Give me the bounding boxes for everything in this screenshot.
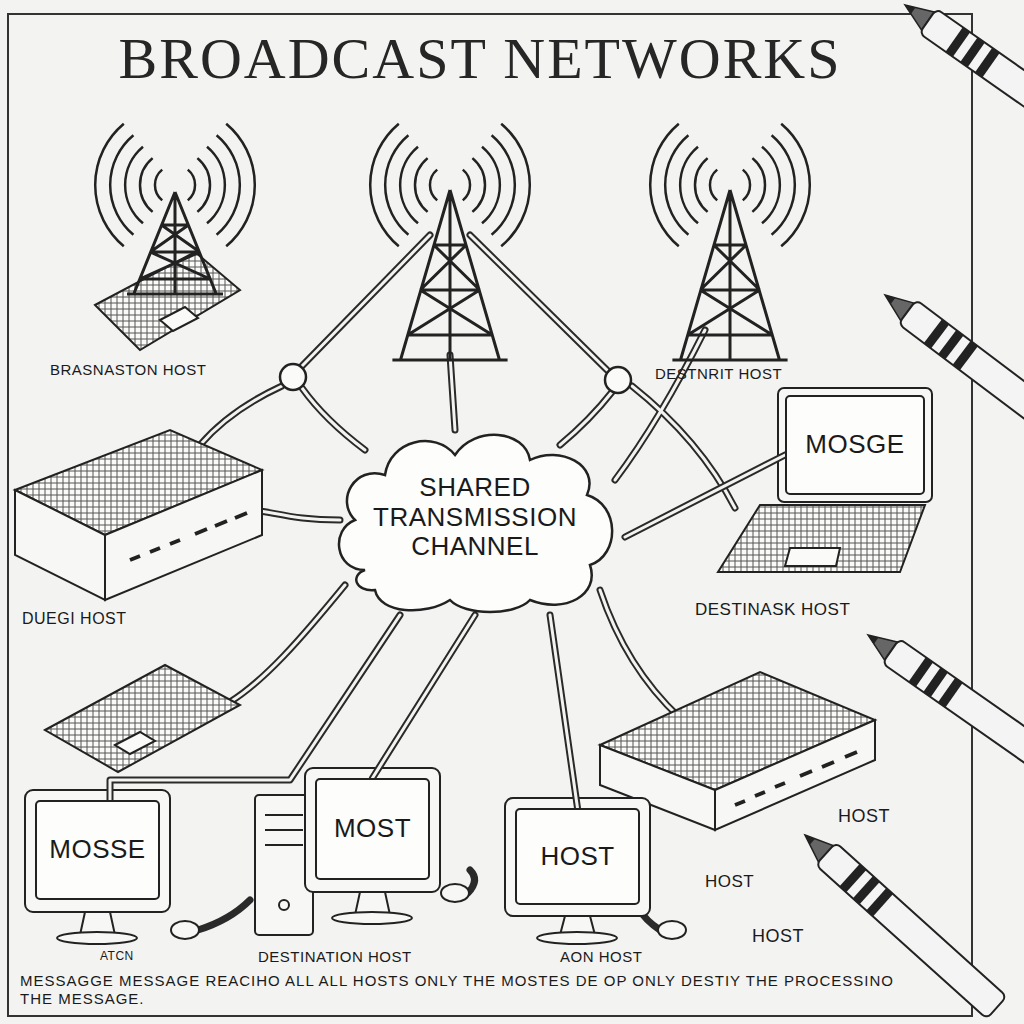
radio-tower	[392, 190, 507, 360]
junction-dot	[605, 367, 631, 393]
cable-core	[110, 615, 400, 800]
laptop-drawing	[45, 665, 240, 772]
cable-connector	[110, 615, 400, 800]
node-text-box: MOST	[334, 814, 411, 844]
host-label: DESTINATION HOST	[258, 948, 412, 965]
cable-line	[625, 455, 785, 537]
diagram-caption: MESSAGGE MESSAGE REACIHO ALL ALL HOSTS O…	[20, 972, 900, 1008]
cable-connector	[625, 455, 785, 537]
host-label: HOST	[705, 872, 754, 892]
host-screen: MOST	[315, 778, 430, 880]
node-text: SHARED TRANSMISSION CHANNEL	[360, 473, 590, 563]
host-label: DESTNRIT HOST	[655, 365, 782, 382]
host-screen: HOST	[515, 808, 640, 905]
host-label: DESTINASK HOST	[695, 600, 850, 620]
host-screen: MOSSE	[35, 800, 160, 900]
node-text: MOSGE	[805, 430, 904, 460]
cable-line	[373, 615, 476, 778]
laptop-drawing	[718, 388, 932, 572]
host-label: HOST	[838, 806, 890, 827]
host-label: ATCN	[100, 950, 134, 964]
node-text: MOSSE	[49, 835, 145, 865]
node-text-box: SHARED TRANSMISSION CHANNEL	[360, 473, 590, 563]
cable-connector	[550, 615, 578, 808]
host-label: AON HOST	[560, 948, 642, 965]
cable-core	[625, 455, 785, 537]
diagram-title: BROADCAST NETWORKS	[20, 26, 940, 93]
marker-pen	[795, 824, 1007, 1019]
marker-pen	[896, 0, 1024, 165]
cable-core	[550, 615, 578, 808]
host-label: HOST	[752, 926, 804, 947]
cable-connector	[373, 615, 476, 778]
radio-tower	[127, 192, 223, 294]
router-drawing	[15, 430, 262, 600]
cable-line	[550, 615, 578, 808]
marker-pen	[859, 623, 1024, 796]
host-label: BRASNASTON HOST	[50, 361, 206, 378]
cable-core	[373, 615, 476, 778]
node-text-box: MOSGE	[805, 430, 904, 460]
node-text: HOST	[540, 842, 614, 872]
node-text: MOST	[334, 814, 411, 844]
monitor-drawing	[25, 768, 686, 944]
host-label: DUEGI HOST	[22, 610, 127, 628]
node-text-box: MOSSE	[49, 835, 145, 865]
node-text-box: HOST	[540, 842, 614, 872]
host-screen: MOSGE	[785, 395, 925, 495]
cloud-path	[339, 435, 612, 612]
radio-tower	[672, 190, 787, 360]
cable-line	[110, 615, 400, 800]
junction-dot	[280, 364, 306, 390]
channel-cloud: SHARED TRANSMISSION CHANNEL	[325, 420, 625, 615]
